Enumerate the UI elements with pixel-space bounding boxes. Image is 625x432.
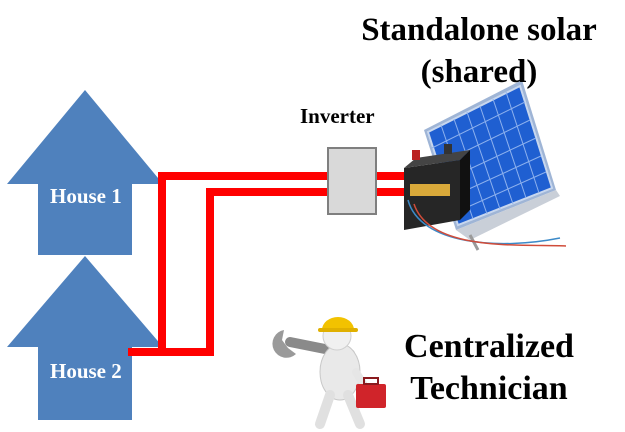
wire-upper: [128, 172, 334, 356]
inverter-box-icon: [327, 147, 377, 215]
house-2-label: House 2: [50, 359, 122, 383]
house-2-shape: [7, 256, 163, 420]
house-1-shape: [7, 90, 163, 255]
technician-label-line-2: Technician: [410, 370, 568, 407]
technician-label-line-1: Centralized: [404, 328, 574, 365]
battery-icon: [404, 144, 567, 247]
house-1-label: House 1: [50, 184, 122, 208]
technician-figure-icon: [272, 317, 386, 429]
hard-hat-icon: [318, 317, 358, 332]
wires: [128, 172, 408, 356]
inverter-label: Inverter: [300, 104, 375, 128]
title-line-2: (shared): [420, 54, 538, 90]
toolbox-icon: [356, 377, 386, 408]
wire-lower: [128, 188, 334, 356]
title-line-1: Standalone solar: [361, 12, 597, 48]
